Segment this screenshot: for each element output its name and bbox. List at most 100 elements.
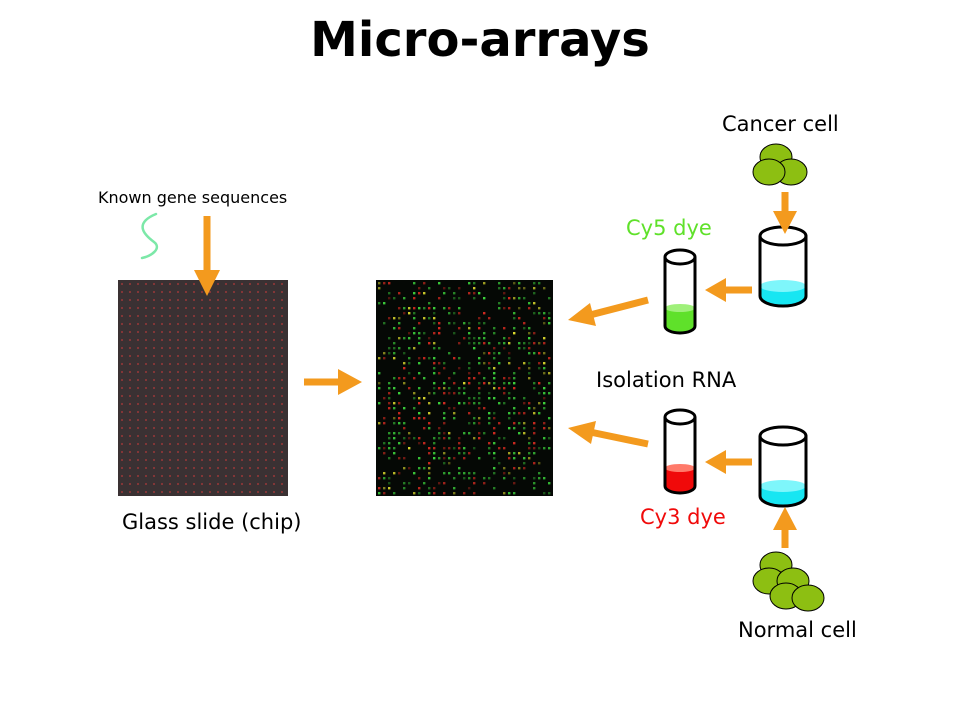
chip-spot	[518, 287, 521, 290]
chip-spot	[398, 377, 401, 380]
chip-spot	[388, 457, 391, 460]
chip-spot	[413, 417, 416, 420]
chip-spot	[503, 377, 506, 380]
chip-spot	[493, 397, 496, 400]
tube-rim	[663, 408, 697, 426]
chip-spot	[408, 482, 411, 485]
chip-spot	[513, 422, 516, 425]
chip-spot	[543, 397, 546, 400]
chip-spot	[388, 407, 391, 410]
chip-spot	[533, 447, 536, 450]
chip-spot	[433, 387, 436, 390]
chip-spot	[443, 452, 446, 455]
chip-spot	[468, 332, 471, 335]
label-normal-cell: Normal cell	[738, 618, 857, 642]
chip-spot	[423, 442, 426, 445]
chip-spot	[493, 417, 496, 420]
chip-spot	[378, 447, 381, 450]
chip-spot	[453, 407, 456, 410]
chip-spot	[433, 447, 436, 450]
chip-spot	[508, 352, 511, 355]
chip-spot	[503, 387, 506, 390]
chip-spot	[473, 287, 476, 290]
chip-spot	[388, 347, 391, 350]
chip-spot	[388, 297, 391, 300]
chip-spot	[533, 442, 536, 445]
chip-spot	[538, 462, 541, 465]
chip-spot	[543, 342, 546, 345]
chip-spot	[473, 447, 476, 450]
chip-spot	[418, 412, 421, 415]
chip-spot	[468, 487, 471, 490]
chip-spot	[478, 417, 481, 420]
chip-spot	[443, 447, 446, 450]
chip-spot	[418, 437, 421, 440]
chip-spot	[478, 437, 481, 440]
chip-spot	[523, 397, 526, 400]
chip-spot	[513, 492, 516, 495]
chip-spot	[383, 397, 386, 400]
chip-spot	[538, 447, 541, 450]
chip-spot	[448, 312, 451, 315]
chip-spot	[493, 467, 496, 470]
chip-spot	[433, 367, 436, 370]
chip-spot	[383, 492, 386, 495]
chip-spot	[448, 407, 451, 410]
chip-spot	[428, 452, 431, 455]
chip-spot	[533, 382, 536, 385]
chip-spot	[428, 317, 431, 320]
chip-spot	[513, 282, 516, 285]
cy5-liquid-surface	[665, 304, 695, 312]
chip-spot	[453, 372, 456, 375]
cy3-tube	[663, 408, 697, 495]
chip-spot	[538, 412, 541, 415]
chip-spot	[488, 452, 491, 455]
chip-spot	[463, 387, 466, 390]
chip-spot	[548, 382, 551, 385]
chip-spot	[543, 492, 546, 495]
chip-spot	[523, 322, 526, 325]
chip-spot	[438, 427, 441, 430]
arrow-cancer-to-beaker	[773, 192, 797, 234]
chip-spot	[458, 402, 461, 405]
chip-spot	[453, 357, 456, 360]
chip-spot	[413, 312, 416, 315]
chip-spot	[403, 437, 406, 440]
chip-spot	[453, 477, 456, 480]
chip-spot	[438, 332, 441, 335]
chip-spot	[443, 492, 446, 495]
chip-spot	[398, 417, 401, 420]
chip-spot	[473, 417, 476, 420]
chip-spot	[383, 302, 386, 305]
chip-spot	[543, 352, 546, 355]
chip-spot	[513, 467, 516, 470]
hybridized-chip	[376, 280, 553, 496]
chip-spot	[448, 462, 451, 465]
chip-spot	[508, 417, 511, 420]
chip-spot	[538, 477, 541, 480]
chip-spot	[473, 297, 476, 300]
chip-spot	[388, 387, 391, 390]
chip-spot	[383, 447, 386, 450]
chip-spot	[518, 432, 521, 435]
chip-spot	[458, 297, 461, 300]
chip-spot	[423, 467, 426, 470]
chip-spot	[513, 377, 516, 380]
chip-spot	[503, 392, 506, 395]
chip-spot	[388, 477, 391, 480]
chip-spot	[538, 312, 541, 315]
chip-spot	[443, 482, 446, 485]
chip-spot	[458, 437, 461, 440]
cancer-cell-cluster	[752, 143, 808, 186]
chip-spot	[493, 472, 496, 475]
chip-spot	[403, 482, 406, 485]
chip-spot	[398, 292, 401, 295]
chip-spot	[388, 437, 391, 440]
chip-spot	[508, 357, 511, 360]
chip-spot	[443, 387, 446, 390]
chip-spot	[503, 402, 506, 405]
chip-spot	[538, 307, 541, 310]
chip-spot	[378, 477, 381, 480]
chip-spot	[523, 427, 526, 430]
beaker-cancer	[758, 225, 808, 308]
